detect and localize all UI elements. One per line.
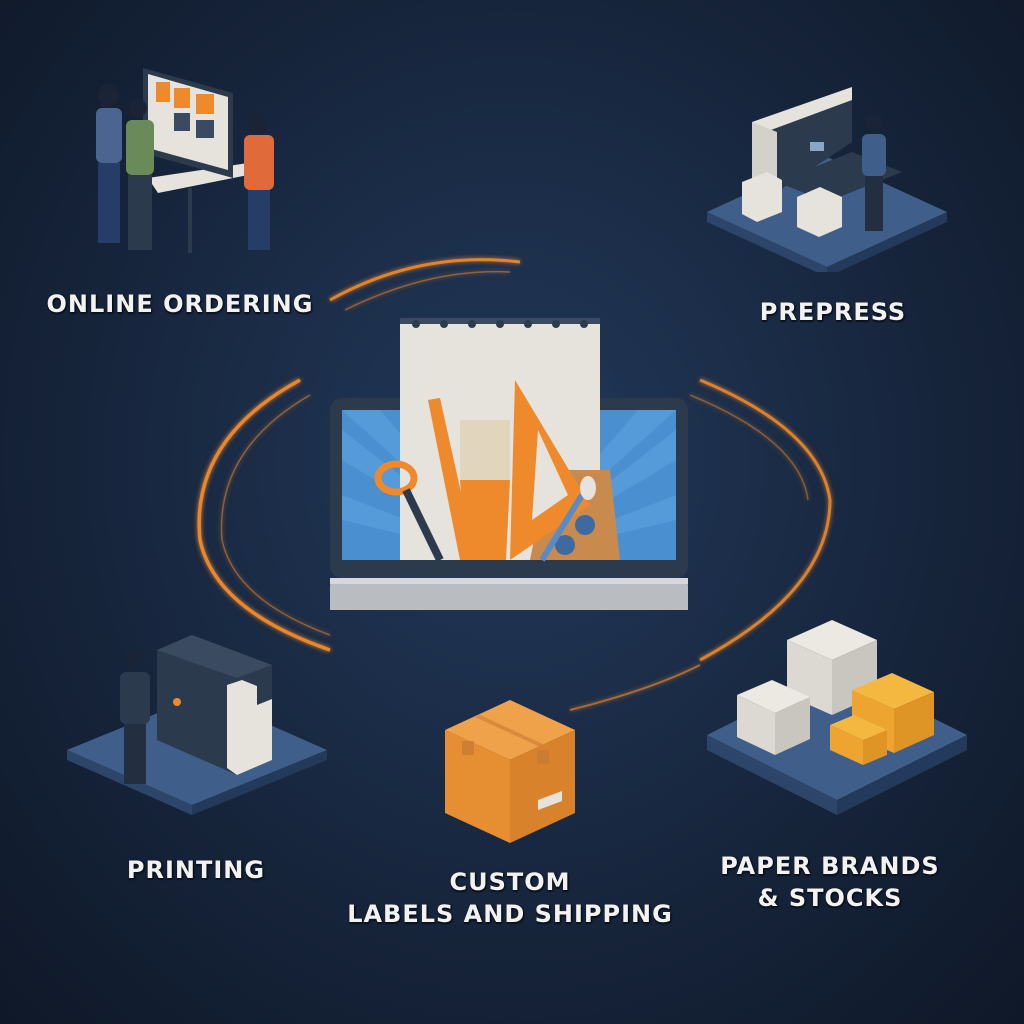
node-label-paper-brands: PAPER BRANDS & STOCKS: [720, 852, 940, 912]
node-label-printing: PRINTING: [126, 856, 266, 884]
paper-stacks-icon: [707, 620, 967, 815]
printing-press-icon: [67, 635, 327, 815]
design-tools-monitor-icon: [330, 318, 688, 610]
node-label-prepress: PREPRESS: [759, 298, 907, 326]
node-label-custom-labels: CUSTOM LABELS AND SHIPPING: [347, 868, 673, 928]
node-label-online-ordering: ONLINE ORDERING: [46, 290, 314, 318]
prepress-machine-icon: [707, 87, 947, 272]
people-at-computer-icon: [96, 68, 274, 253]
shipping-box-icon: [445, 700, 575, 843]
